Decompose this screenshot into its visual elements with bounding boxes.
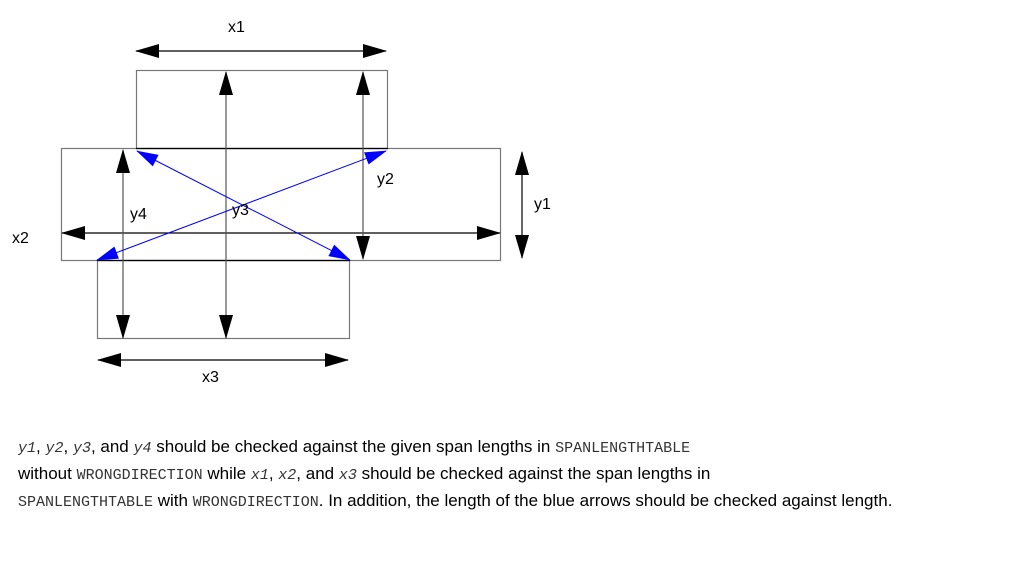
var-y4: y4	[133, 440, 152, 457]
blue-diagonal-arrow-2	[96, 150, 387, 261]
x2-label: x2	[12, 230, 29, 247]
x3-label: x3	[202, 369, 219, 386]
caption-text: , and	[296, 464, 339, 483]
var-x3: x3	[338, 467, 357, 484]
var-y2: y2	[45, 440, 64, 457]
caption-paragraph: y1, y2, y3, and y4 should be checked aga…	[18, 434, 978, 515]
caption-text: with	[153, 491, 193, 510]
caption-text: while	[202, 464, 251, 483]
code-wrongdirection: WRONGDIRECTION	[76, 467, 203, 484]
var-x1: x1	[250, 467, 269, 484]
caption-text: should be checked against the span lengt…	[356, 464, 711, 483]
caption-text: . In addition, the length of the blue ar…	[318, 491, 893, 510]
y1-label: y1	[534, 196, 551, 213]
y2-label: y2	[377, 171, 394, 188]
code-wrongdirection: WRONGDIRECTION	[192, 494, 319, 511]
bottom-box	[96, 259, 351, 340]
caption-text: ,	[268, 464, 279, 483]
middle-box	[60, 147, 502, 262]
caption-text: without	[18, 464, 77, 483]
code-spanlengthtable: SPANLENGTHTABLE	[555, 440, 691, 457]
caption-text: should be checked against the given span…	[151, 437, 556, 456]
var-y3: y3	[72, 440, 91, 457]
caption-text: , and	[90, 437, 134, 456]
caption-text: ,	[36, 437, 46, 456]
caption-text: ,	[63, 437, 73, 456]
x1-label: x1	[228, 19, 245, 36]
y3-label: y3	[232, 202, 249, 219]
code-spanlengthtable: SPANLENGTHTABLE	[18, 494, 154, 511]
top-box	[135, 69, 389, 150]
y4-label: y4	[130, 206, 147, 223]
span-diagram: x1 x2 x3 y1 y2 y3 y4	[12, 19, 551, 386]
var-x2: x2	[278, 467, 297, 484]
var-y1: y1	[18, 440, 37, 457]
